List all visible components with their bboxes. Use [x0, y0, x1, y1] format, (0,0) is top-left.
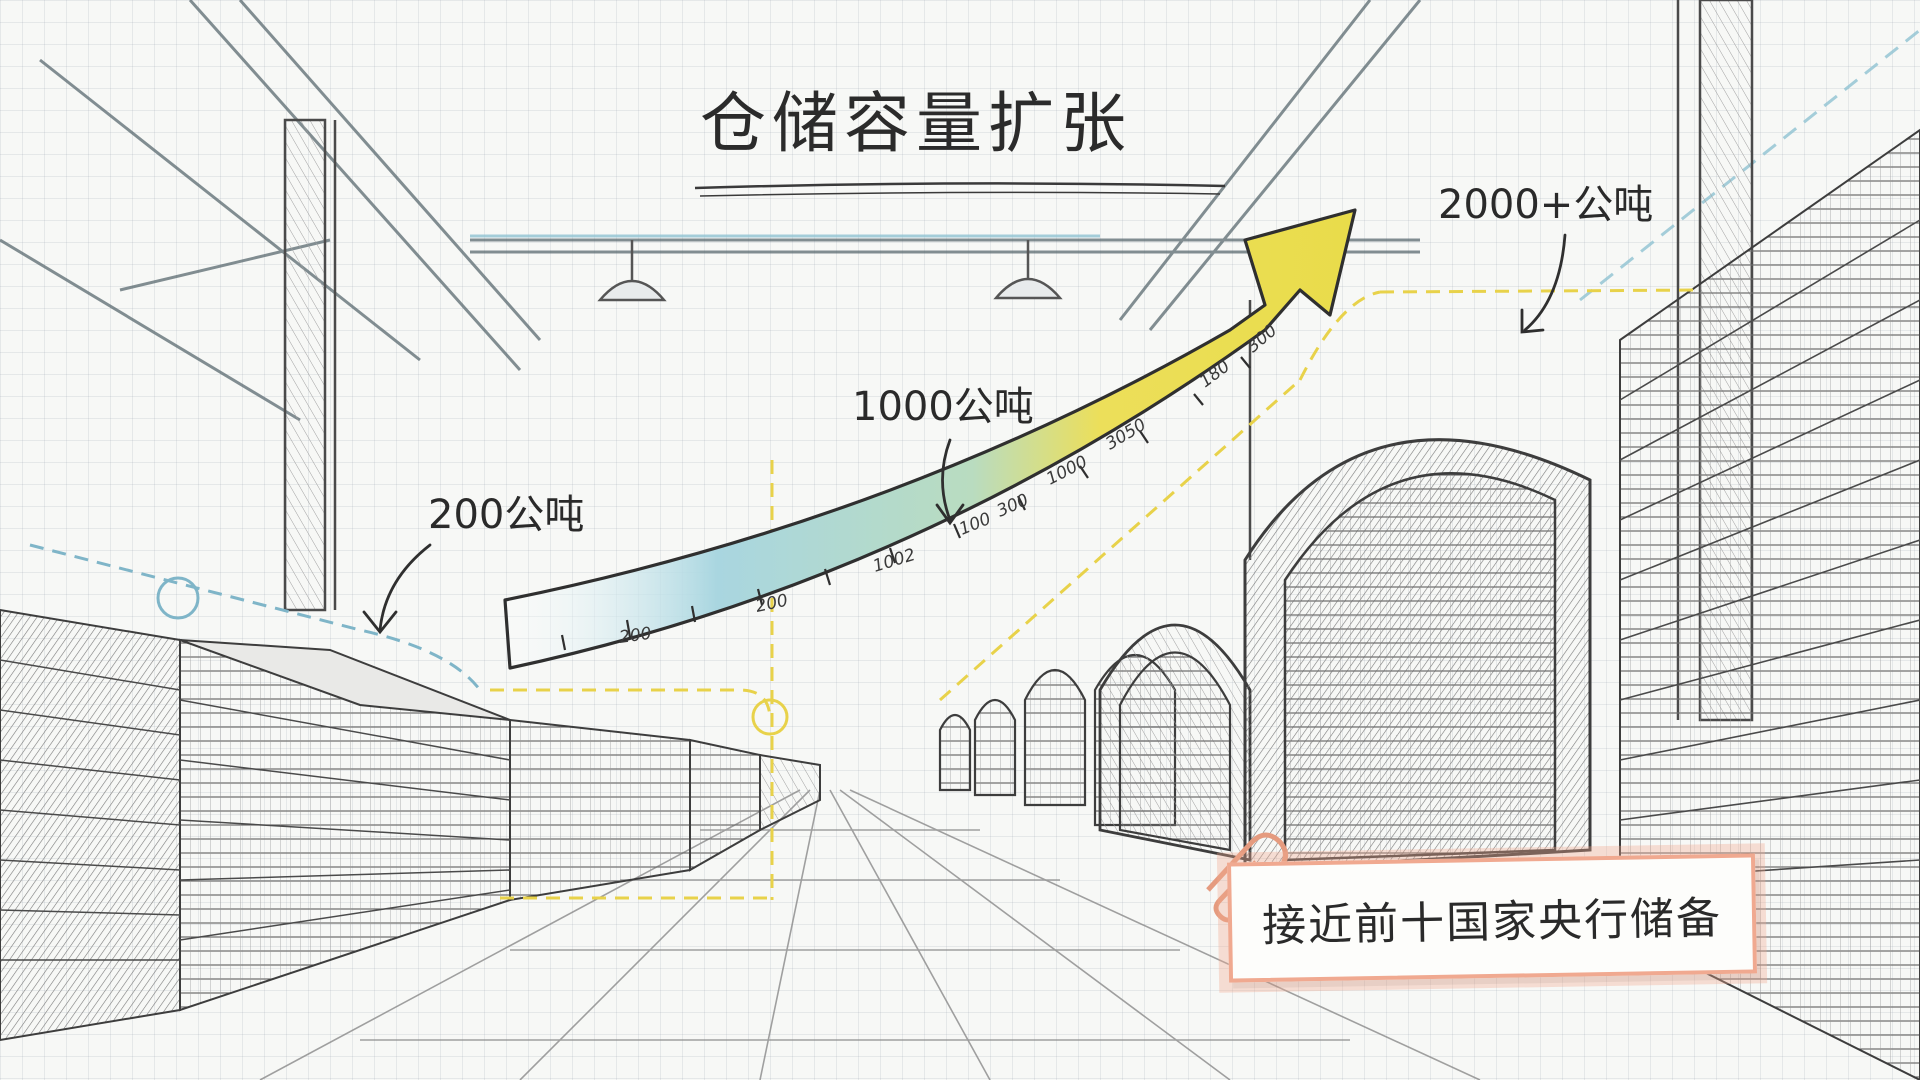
- callout-pointers: [362, 233, 1567, 635]
- right-gold-wall: [1619, 128, 1920, 1080]
- sticky-note-text: 接近前十国家央行储备: [1261, 892, 1723, 953]
- arrow-tick-label: 200: [618, 624, 653, 648]
- callout-200-tonnes: 200公吨: [428, 492, 585, 538]
- pendant-lamp-left: [597, 240, 667, 302]
- sticky-note: 接近前十国家央行储备: [1226, 853, 1758, 983]
- right-vault-arches: [938, 438, 1592, 872]
- blue-guide-marker: [156, 576, 200, 620]
- title-underline: [694, 182, 1226, 197]
- arrow-tick-marks: [560, 356, 1251, 651]
- yellow-guide-marker: [751, 698, 789, 736]
- page-title: 仓储容量扩张: [700, 85, 1132, 162]
- left-gold-stacks: [0, 608, 821, 1042]
- floor-perspective: [259, 789, 1481, 1080]
- callout-1000-tonnes: 1000公吨: [852, 384, 1034, 430]
- callout-2000-plus-tonnes: 2000+公吨: [1438, 182, 1654, 228]
- pendant-lamp-right: [993, 240, 1063, 300]
- blue-dashed-guide: [29, 543, 482, 691]
